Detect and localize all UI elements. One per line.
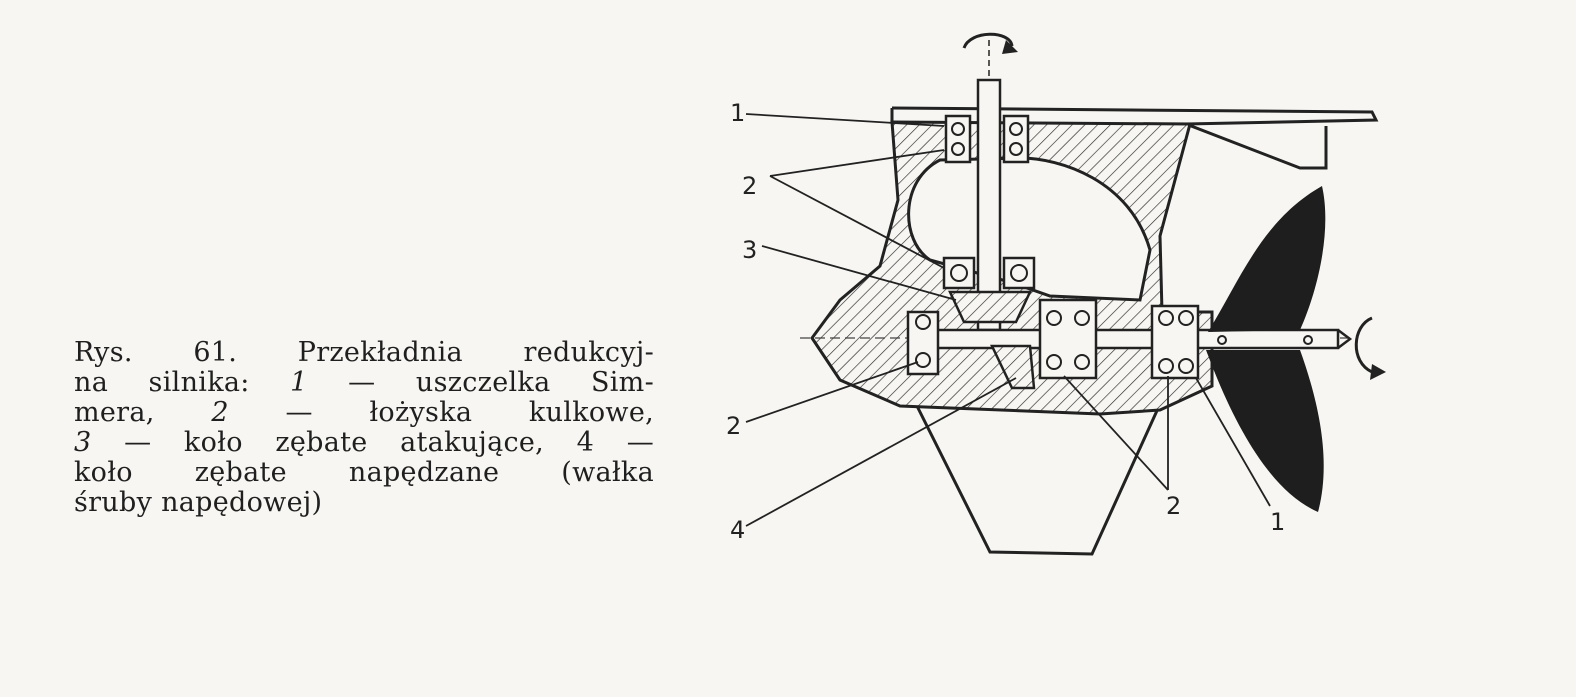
caption-line-6: śruby napędowej) [74,487,323,518]
label-seal-right: 1 [1270,508,1285,536]
caption-number: 1 [290,367,308,398]
rotation-arrow-top [962,32,1014,49]
propeller-shaft [914,328,1340,350]
propeller-blade-lower [1206,350,1324,512]
propeller-blade-upper [1208,186,1326,332]
rotation-arrow-right [1354,316,1373,374]
caption-number: 2 [211,397,229,428]
caption-line-2: na silnika: 1 — uszczelka Sim- [74,368,654,398]
shaft-bearing-right [1150,304,1200,380]
caption-text: mera, [74,397,155,428]
label-bearing-left: 2 [726,412,741,440]
shaft-bearing-middle [1038,298,1098,380]
mid-bearing-left [942,256,976,290]
caption-text: — łożyska kulkowe, [285,397,654,428]
label-driven-gear: 4 [730,516,745,544]
driven-gear [990,344,1036,390]
caption-line-5: koło zębate napędzane (wałka [74,457,654,488]
label-bearings-bottom: 2 [1166,492,1181,520]
top-bearing-left [944,114,972,164]
caption-line-3: mera, 2 — łożyska kulkowe, [74,398,654,428]
caption-line-1: Rys. 61. Przekładnia redukcyj- [74,337,654,368]
mid-bearing-right [1002,256,1036,290]
caption-text: na silnika: [74,367,250,398]
leader-lines [745,113,1271,527]
top-bearing-right [1002,114,1030,164]
label-drive-gear: 3 [742,236,757,264]
label-seal-top: 1 [730,99,745,127]
caption-text: — uszczelka Sim- [348,367,655,398]
label-bearings-top: 2 [742,172,757,200]
figure-caption: Rys. 61. Przekładnia redukcyj- na silnik… [74,338,654,518]
drive-gear [948,290,1032,324]
caption-line-4: 3 — koło zębate atakujące, 4 — [74,428,654,458]
skeg [914,403,1162,556]
caption-number: 3 [74,427,92,458]
caption-text: — koło zębate atakujące, 4 — [124,427,654,458]
